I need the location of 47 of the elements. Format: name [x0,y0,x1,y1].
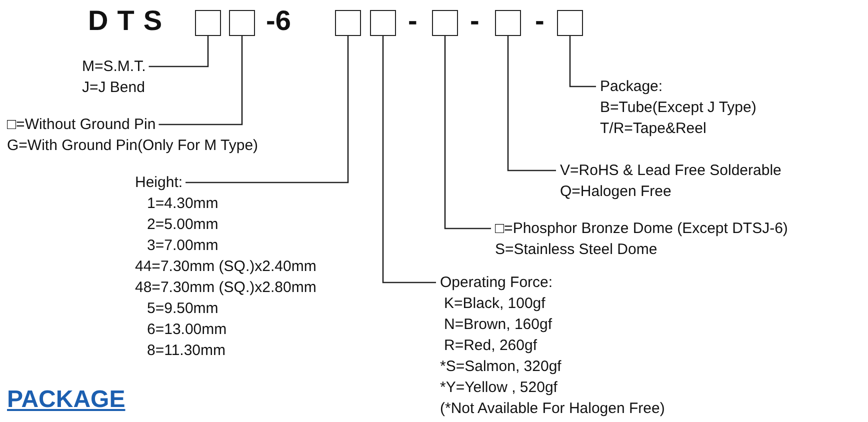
option-text: 3=7.00mm [147,236,218,256]
leader-line [569,36,596,88]
option-text: (*Not Available For Halogen Free) [440,399,665,419]
option-text: 44=7.30mm (SQ.)x2.40mm [135,257,316,277]
leader-line [382,36,436,284]
code-box [432,10,458,36]
option-text: 5=9.50mm [147,299,218,319]
code-box [335,10,361,36]
option-heading: Height: [135,173,183,193]
option-text: 1=4.30mm [147,194,218,214]
code-box [557,10,583,36]
option-text: S=Stainless Steel Dome [495,240,658,260]
option-text: *S=Salmon, 320gf [440,357,562,377]
dash-text: - [535,6,544,36]
option-text: *Y=Yellow , 520gf [440,378,558,398]
section-heading: PACKAGE [7,386,126,414]
dash-text: - [408,6,418,36]
option-text: B=Tube(Except J Type) [600,98,756,118]
part-code-text: DTS [88,6,171,36]
code-box [195,10,221,36]
leader-line [148,36,209,68]
leader-line [444,36,491,230]
leader-line [507,36,556,172]
code-box [229,10,255,36]
option-text: 2=5.00mm [147,215,218,235]
option-text: T/R=Tape&Reel [600,119,706,139]
option-text: M=S.M.T. [82,57,146,77]
option-text: 8=11.30mm [147,341,226,361]
option-text: N=Brown, 160gf [444,315,552,335]
option-text: R=Red, 260gf [444,336,537,356]
option-text: V=RoHS & Lead Free Solderable [560,161,782,181]
option-heading: Package: [600,77,663,97]
code-box [370,10,396,36]
option-text: J=J Bend [82,78,145,98]
option-heading: Operating Force: [440,273,553,293]
option-text: □=Phosphor Bronze Dome (Except DTSJ-6) [495,219,788,239]
part-code-text: -6 [266,6,291,36]
option-text: K=Black, 100gf [444,294,546,314]
option-text: 48=7.30mm (SQ.)x2.80mm [135,278,316,298]
option-text: Q=Halogen Free [560,182,672,202]
dash-text: - [470,6,480,36]
option-text: G=With Ground Pin(Only For M Type) [7,136,258,156]
leader-line [186,36,349,184]
option-text: 6=13.00mm [147,320,227,340]
option-text: □=Without Ground Pin [7,115,156,135]
code-box [495,10,521,36]
leader-line [158,36,243,126]
